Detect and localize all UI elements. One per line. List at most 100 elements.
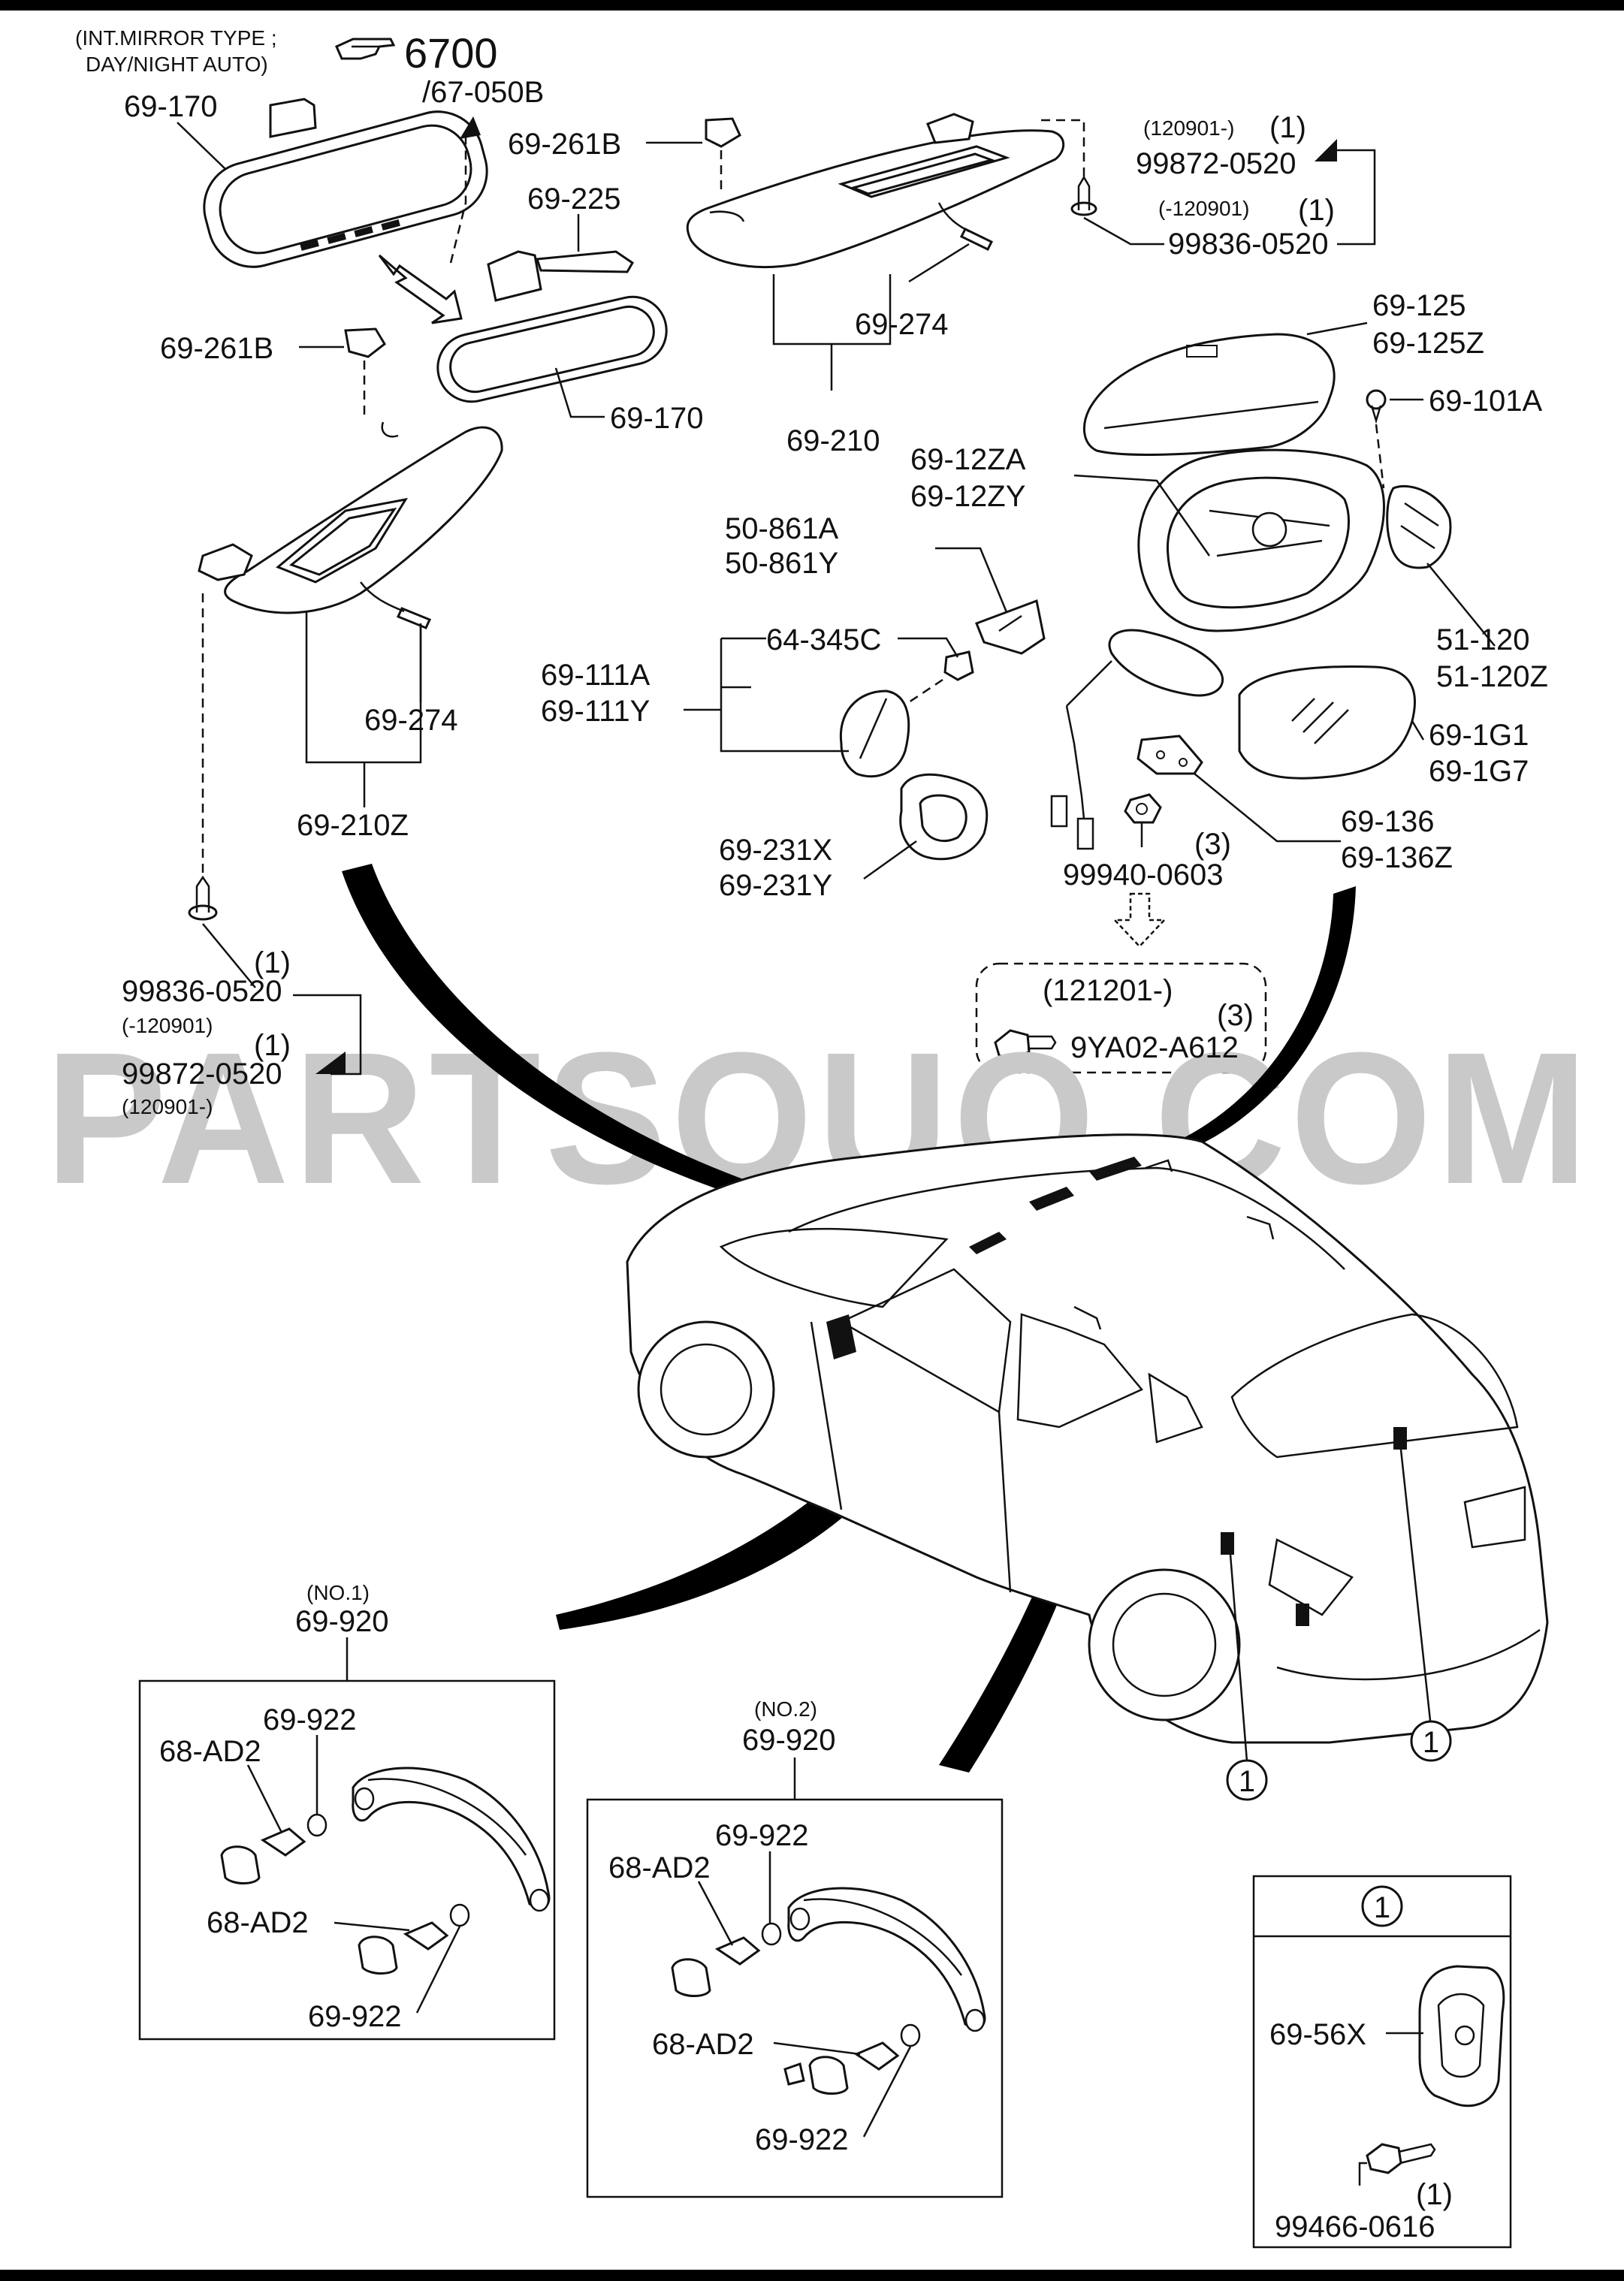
label-visor-left: 69-210Z	[297, 809, 409, 842]
label-screw-r1-qty: (1)	[1269, 111, 1306, 144]
garnish	[975, 599, 1046, 655]
vehicle-illustration	[626, 1133, 1549, 1762]
svg-text:1: 1	[1239, 1765, 1255, 1798]
label-nut: 99940-0603	[1063, 858, 1224, 892]
label-no1-clip-bottom: 68-AD2	[207, 1906, 309, 1939]
label-no1-cap-bottom: 69-922	[308, 2000, 402, 2033]
bulb-right	[937, 202, 994, 251]
label-glass-a: 69-1G1	[1429, 719, 1529, 752]
label-screw-r2: 99836-0520	[1168, 228, 1329, 261]
motor	[1386, 484, 1452, 569]
label-bracket-a: 69-136	[1341, 805, 1435, 838]
ref-number: 6700	[404, 29, 498, 77]
label-bracket-b: 69-136Z	[1341, 841, 1453, 874]
clip-top	[705, 117, 741, 195]
screw-top-right	[1037, 119, 1097, 216]
label-bulb-right: 69-274	[855, 308, 949, 341]
label-motor-b: 51-120Z	[1436, 660, 1548, 693]
label-screw-r1-date: (120901-)	[1143, 116, 1234, 140]
label-screw-l2-date: (120901-)	[122, 1095, 213, 1118]
label-housing-b: 69-111Y	[541, 695, 650, 728]
clip-left	[344, 327, 386, 417]
label-callout-screw: 99466-0616	[1275, 2210, 1435, 2243]
label-bolt-qty: (3)	[1217, 999, 1254, 1032]
mirror-cover	[1082, 333, 1336, 456]
bracket	[1136, 735, 1203, 775]
label-no1-part: 69-920	[295, 1605, 389, 1638]
label-no2-clip-bottom: 68-AD2	[652, 2028, 754, 2061]
label-garnish-a: 50-861A	[725, 512, 839, 545]
label-bolt: 9YA02-A612	[1070, 1031, 1239, 1064]
swap-arrow	[378, 254, 463, 324]
label-no2-note: (NO.2)	[754, 1697, 817, 1721]
label-clip-top: 69-261B	[508, 128, 621, 161]
bolt-box	[975, 962, 1267, 1074]
label-clip-left: 69-261B	[160, 332, 273, 365]
screw-101	[1366, 389, 1387, 489]
callout-marker-car-1: 1	[1226, 1759, 1268, 1801]
label-callout-screw-qty: (1)	[1416, 2178, 1453, 2211]
label-hook: 69-56X	[1269, 2018, 1366, 2051]
label-visor-right: 69-210	[786, 424, 880, 457]
nut	[1124, 793, 1162, 824]
bulb-left	[360, 581, 432, 629]
handle-box-no1	[138, 1637, 556, 2041]
label-holder: 69-225	[527, 183, 621, 216]
leader-lines	[177, 122, 1496, 2186]
label-housing-a: 69-111A	[541, 659, 651, 692]
clip-345	[908, 650, 974, 704]
seal	[899, 773, 989, 861]
label-seal-a: 69-231X	[719, 834, 832, 867]
label-glass-b: 69-1G7	[1429, 755, 1529, 788]
label-no2-cap-bottom: 69-922	[755, 2123, 849, 2156]
label-screw-101: 69-101A	[1429, 385, 1543, 418]
label-nut-qty: (3)	[1194, 828, 1231, 861]
label-screw-l1-qty: (1)	[254, 946, 291, 979]
label-no1-clip-top: 68-AD2	[159, 1735, 261, 1768]
sun-visor-right	[686, 113, 1065, 268]
mirror-holder	[535, 250, 635, 273]
housing	[839, 689, 910, 778]
label-mirror-body-a: 69-12ZA	[910, 443, 1026, 476]
label-bulb-left: 69-274	[364, 704, 458, 737]
label-screw-r2-date: (-120901)	[1158, 197, 1249, 220]
label-mirror-top: 69-170	[124, 90, 218, 123]
label-screw-r2-qty: (1)	[1298, 194, 1335, 227]
label-no1-note: (NO.1)	[306, 1581, 370, 1604]
label-cover-a: 69-125	[1372, 289, 1466, 322]
label-no2-part: 69-920	[742, 1724, 836, 1757]
label-bolt-date: (121201-)	[1043, 974, 1173, 1007]
label-no2-cap-top: 69-922	[715, 1819, 809, 1852]
change-arrow	[1112, 892, 1167, 948]
screw-left	[188, 593, 218, 921]
label-screw-l1: 99836-0520	[122, 975, 282, 1008]
interior-mirror-lower	[436, 250, 668, 403]
sun-visor-left	[198, 421, 503, 614]
label-mirror-bottom: 69-170	[610, 402, 704, 435]
mirror-base	[1050, 629, 1224, 850]
label-screw-l2: 99872-0520	[122, 1058, 282, 1091]
label-screw-r1: 99872-0520	[1136, 147, 1296, 180]
mirror-type-note-2: DAY/NIGHT AUTO)	[86, 53, 268, 76]
label-screw-l1-date: (-120901)	[122, 1014, 213, 1037]
callout-marker-car-2: 1	[1410, 1720, 1452, 1762]
reference-arrow	[449, 116, 481, 264]
label-garnish-b: 50-861Y	[725, 547, 838, 580]
label-cover-b: 69-125Z	[1372, 327, 1484, 360]
label-screw-l2-qty: (1)	[254, 1029, 291, 1062]
label-seal-b: 69-231Y	[719, 869, 832, 902]
interior-mirror-upper	[203, 98, 488, 268]
label-no1-cap-top: 69-922	[263, 1703, 357, 1736]
bottom-border	[0, 2270, 1624, 2281]
label-mirror-body-b: 69-12ZY	[910, 480, 1025, 513]
label-motor-a: 51-120	[1436, 623, 1530, 656]
mirror-type-note-1: (INT.MIRROR TYPE ;	[75, 26, 277, 50]
svg-text:1: 1	[1374, 1891, 1390, 1924]
ref-sub: /67-050B	[422, 76, 544, 109]
handle-box-no2	[586, 1758, 1004, 2198]
svg-text:1: 1	[1423, 1726, 1439, 1759]
label-clip-345: 64-345C	[766, 623, 881, 656]
top-border	[0, 0, 1624, 11]
label-no2-clip-top: 68-AD2	[608, 1851, 711, 1884]
